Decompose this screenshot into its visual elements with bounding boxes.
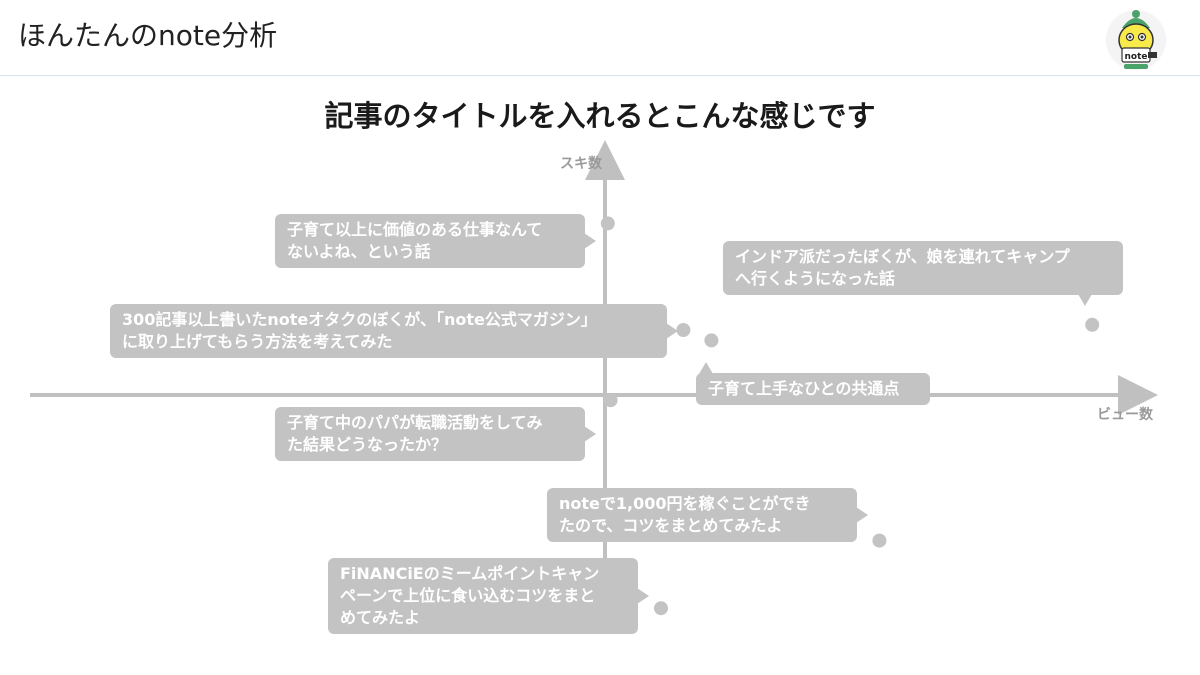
logo-text: note [1125,52,1148,62]
data-label-callout: 子育て中のパパが転職活動をしてみた結果どうなったか？ [275,407,585,461]
data-label-callout: FiNANCiEのミームポイントキャンペーンで上位に食い込むコツをまとめてみたよ [328,558,638,634]
data-label-line: noteで1,000円を稼ぐことができ [559,494,811,513]
callout-pointer [1078,294,1092,306]
data-label-callout: 300記事以上書いたnoteオタクのぼくが、「note公式マガジン」に取り上げて… [110,304,667,358]
data-label-line: に取り上げてもらう方法を考えてみた [122,332,393,351]
y-axis-label: スキ数 [560,155,603,172]
data-point [600,216,615,231]
callout-pointer [699,362,713,374]
data-label-line: 300記事以上書いたnoteオタクのぼくが、「note公式マガジン」 [122,310,597,329]
data-label-line: 子育て中のパパが転職活動をしてみ [287,413,543,432]
callout-pointer [637,588,649,604]
data-label-line: 子育て上手なひとの共通点 [708,379,900,398]
data-label-line: へ行くようになった話 [735,269,896,288]
callout-pointer [856,507,868,523]
callout-pointer [584,233,596,249]
data-label-line: ないよね、という話 [287,242,431,261]
note-mascot-icon: note [1106,10,1166,70]
data-label-line: 子育て以上に価値のある仕事なんて [287,220,543,239]
page-header-title: ほんたんのnote分析 [18,19,278,52]
header-divider [0,75,1200,76]
data-label-line: た結果どうなったか？ [287,435,448,454]
data-point [603,393,618,408]
data-label-line: ペーンで上位に食い込むコツをまと [340,586,596,605]
data-label-line: めてみたよ [340,608,421,627]
callout-pointer [584,426,596,442]
data-label-line: FiNANCiEのミームポイントキャン [340,564,600,583]
data-label-callout: 子育て上手なひとの共通点 [696,373,930,405]
data-label-line: たので、コツをまとめてみたよ [559,516,783,535]
data-label-line: インドア派だったぼくが、娘を連れてキャンプ [735,247,1070,266]
x-axis-label: ビュー数 [1097,406,1154,423]
data-point [1085,317,1100,332]
data-label-callout: インドア派だったぼくが、娘を連れてキャンプへ行くようになった話 [723,241,1123,295]
data-point [704,333,719,348]
data-point [872,533,887,548]
data-label-callout: 子育て以上に価値のある仕事なんてないよね、という話 [275,214,585,268]
data-points [600,216,1100,616]
callout-pointer [666,323,678,339]
data-label-callout: noteで1,000円を稼ぐことができたので、コツをまとめてみたよ [547,488,857,542]
data-point [654,601,668,616]
data-point [676,323,691,337]
slide-title: 記事のタイトルを入れるとこんな感じです [324,99,876,133]
